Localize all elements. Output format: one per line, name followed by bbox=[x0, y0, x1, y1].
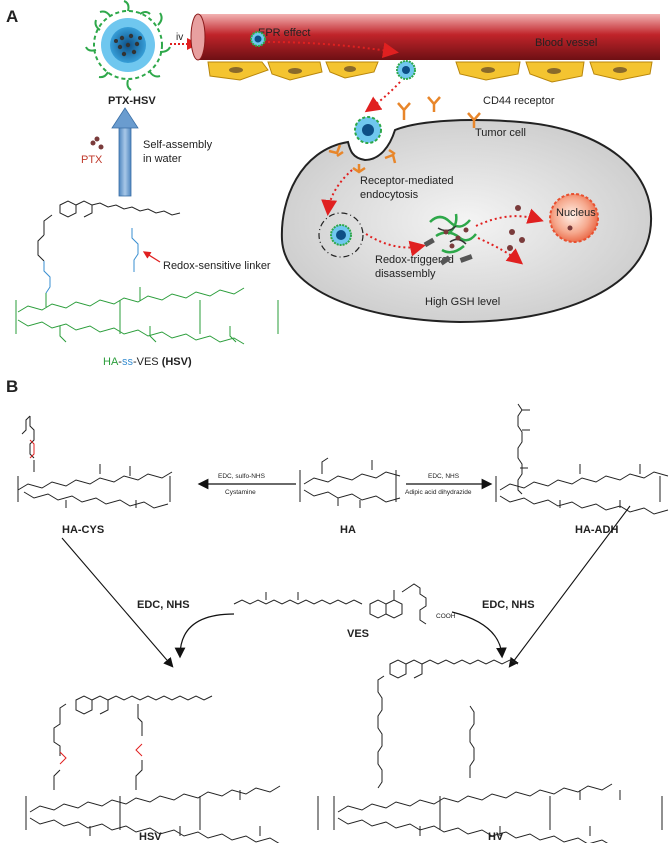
receptor-line1: Receptor-mediated bbox=[360, 175, 454, 187]
blood-vessel bbox=[190, 13, 660, 61]
receptor-line2: endocytosis bbox=[360, 189, 419, 201]
ha-cys-disulfide bbox=[29, 439, 35, 459]
panel-a-label: A bbox=[6, 7, 18, 26]
endothelial-nuclei bbox=[229, 66, 627, 74]
ptx-dots bbox=[90, 136, 104, 150]
tumor-cell bbox=[280, 119, 653, 324]
self-assembly-line2: in water bbox=[143, 153, 182, 165]
endocytosing-nanoparticle bbox=[354, 116, 382, 144]
linker-pointer-arrow bbox=[142, 251, 161, 263]
hsv-legend-ss: ss bbox=[122, 356, 134, 368]
curved-arrow-left bbox=[174, 613, 235, 659]
self-assembly-line1: Self-assembly bbox=[143, 139, 213, 151]
redox-triggered-line1: Redox-triggered bbox=[375, 254, 454, 266]
edc-nhs-right-label: EDC, NHS bbox=[482, 599, 535, 611]
ha-adh-label: HA-ADH bbox=[575, 524, 618, 536]
epr-effect-label: EPR effect bbox=[258, 27, 310, 39]
hsv-legend-dash1: - bbox=[118, 356, 122, 368]
cd44-receptors bbox=[328, 96, 481, 174]
extravasated-nanoparticle bbox=[396, 60, 416, 80]
cooh-label: COOH bbox=[436, 613, 456, 620]
edc-nhs-left-label: EDC, NHS bbox=[137, 599, 190, 611]
ha-label: HA bbox=[340, 524, 356, 536]
ptx-hsv-label: PTX-HSV bbox=[108, 95, 156, 107]
right-reagents-2: Adipic acid dihydrazide bbox=[405, 489, 472, 496]
hsv-product-label: HSV bbox=[139, 831, 162, 843]
hsv-legend-ha: HA bbox=[103, 356, 119, 368]
endosome bbox=[318, 212, 364, 258]
ves-label: VES bbox=[347, 628, 369, 640]
ha-cys-structure bbox=[17, 415, 173, 509]
hsv-structure-small bbox=[15, 200, 279, 345]
ha-structure bbox=[299, 457, 401, 508]
endocytosis-arrow bbox=[321, 169, 353, 216]
curved-arrow-right bbox=[451, 611, 507, 659]
hsv-legend-ves: -VES bbox=[133, 356, 162, 368]
uptake-arrow bbox=[364, 81, 401, 113]
disassembly-arrow bbox=[365, 233, 426, 257]
disassembled-polymer bbox=[423, 213, 477, 266]
endothelial-cells bbox=[207, 61, 653, 83]
hsv-product-disulfide bbox=[59, 743, 143, 765]
ha-cys-label: HA-CYS bbox=[62, 524, 104, 536]
left-reagents-1: EDC, sulfo-NHS bbox=[218, 473, 266, 480]
panel-b-label: B bbox=[6, 377, 18, 396]
ha-adh-to-hv-arrow bbox=[508, 505, 631, 668]
hsv-legend-hsv: (HSV) bbox=[162, 356, 192, 368]
hsv-product-structure bbox=[25, 695, 319, 843]
ves-structure bbox=[233, 583, 427, 625]
nucleus bbox=[549, 193, 599, 243]
ha-adh-structure bbox=[495, 403, 669, 515]
cd44-label: CD44 receptor bbox=[483, 95, 555, 107]
right-reagents-1: EDC, NHS bbox=[428, 473, 460, 480]
ptx-hsv-nanoparticle bbox=[85, 0, 171, 91]
vessel-nanoparticle bbox=[250, 31, 266, 47]
ha-cys-to-hsv-arrow bbox=[61, 537, 174, 668]
high-gsh-label: High GSH level bbox=[425, 296, 500, 308]
hv-product-label: HV bbox=[488, 831, 504, 843]
release-arrow-2 bbox=[477, 237, 524, 265]
hsv-legend: HA-ss-VES (HSV) bbox=[103, 356, 192, 368]
release-arrow-1 bbox=[475, 208, 544, 227]
nucleus-label: Nucleus bbox=[556, 207, 596, 219]
left-reagents-2: Cystamine bbox=[225, 489, 256, 496]
hv-product-structure bbox=[333, 659, 663, 843]
ptx-label: PTX bbox=[81, 154, 103, 166]
blood-vessel-label: Blood vessel bbox=[535, 37, 597, 49]
tumor-cell-label: Tumor cell bbox=[475, 127, 526, 139]
redox-triggered-line2: disassembly bbox=[375, 268, 436, 280]
iv-label: iv bbox=[176, 32, 183, 43]
redox-linker-label: Redox-sensitive linker bbox=[163, 260, 271, 272]
self-assembly-arrow bbox=[111, 107, 139, 197]
